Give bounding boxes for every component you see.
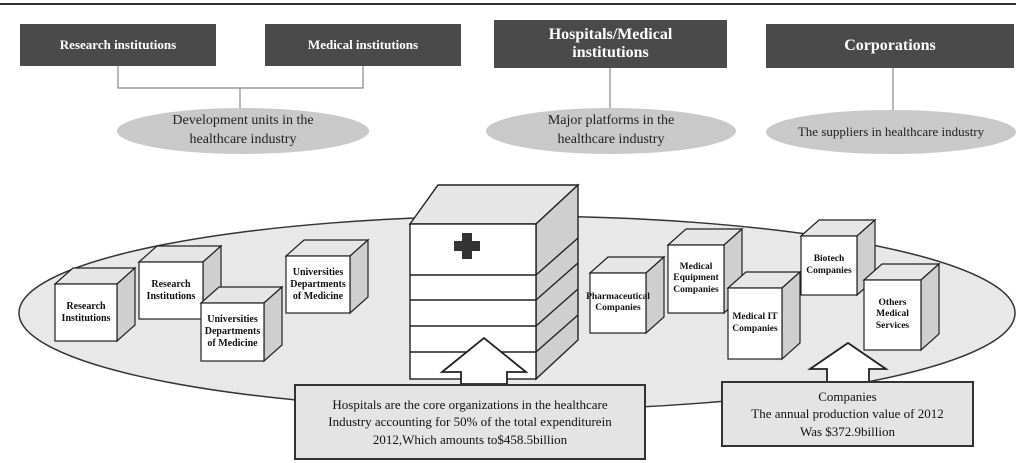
cube-label-equipment: Medical Equipment Companies — [673, 261, 719, 295]
role-development-line2: healthcare industry — [189, 132, 297, 147]
category-research-label: Research institutions — [59, 36, 177, 52]
category-corporations-label: Corporations — [844, 36, 936, 54]
cube-biotech — [799, 218, 877, 297]
cube-label-univ-med-1: Universities Departments of Medicine — [204, 314, 261, 349]
cube-label-others: Others Medical Services — [875, 297, 910, 331]
role-major-platforms: Major platforms in the healthcare indust… — [486, 108, 736, 154]
role-development-units: Development units in the healthcare indu… — [117, 108, 369, 154]
companies-callout-line3: Was $372.9billion — [799, 423, 895, 439]
connector-lines — [117, 66, 894, 110]
hospitals-callout: Hospitals are the core organizations in … — [294, 384, 646, 460]
category-corporations: Corporations — [766, 24, 1014, 68]
cube-label-research-2: Research Institutions — [146, 278, 196, 302]
cube-label-univ-med-2: Universities Departments of Medicine — [290, 266, 346, 302]
hospitals-callout-line2: Industry accounting for 50% of the total… — [328, 414, 612, 430]
cube-label-research-1: Research Institutions — [61, 300, 111, 324]
companies-callout-line1: Companies — [818, 388, 877, 404]
category-research-institutions: Research institutions — [20, 24, 216, 66]
cube-univ-med-2 — [284, 238, 370, 315]
category-medical-label: Medical institutions — [307, 36, 419, 52]
category-hospitals-line2: institutions — [572, 44, 649, 61]
companies-up-arrow — [807, 341, 889, 383]
cube-medical-it — [726, 270, 802, 361]
role-suppliers: The suppliers in healthcare industry — [766, 110, 1016, 154]
bracket-connector — [117, 66, 364, 89]
cube-pharma — [588, 255, 666, 335]
cube-label-pharma: Pharmaceutical Companies — [586, 291, 650, 313]
role-platforms-line1: Major platforms in the — [547, 113, 675, 129]
category-hospitals-line1: Hospitals/Medical — [548, 25, 673, 43]
role-platforms-line2: healthcare industry — [557, 132, 665, 147]
medical-cross-icon — [454, 233, 480, 259]
hospitals-callout-line1: Hospitals are the core organizations in … — [332, 396, 608, 412]
role-development-line1: Development units in the — [172, 113, 314, 129]
companies-callout: Companies The annual production value of… — [721, 381, 974, 447]
cube-label-medical-it: Medical IT Companies — [732, 312, 778, 334]
category-medical-institutions: Medical institutions — [265, 24, 461, 66]
top-rule — [0, 3, 1016, 5]
cube-research-1 — [53, 266, 137, 343]
category-hospitals: Hospitals/Medical institutions — [494, 20, 727, 68]
cube-others — [862, 262, 941, 352]
hospital-up-arrow — [439, 336, 529, 385]
hospitals-callout-line3: 2012,Which amounts to$458.5billion — [372, 431, 568, 447]
role-suppliers-label: The suppliers in healthcare industry — [797, 124, 985, 140]
cube-univ-med-1 — [199, 285, 284, 363]
companies-callout-line2: The annual production value of 2012 — [751, 406, 944, 422]
cube-label-biotech: Biotech Companies — [806, 254, 852, 276]
